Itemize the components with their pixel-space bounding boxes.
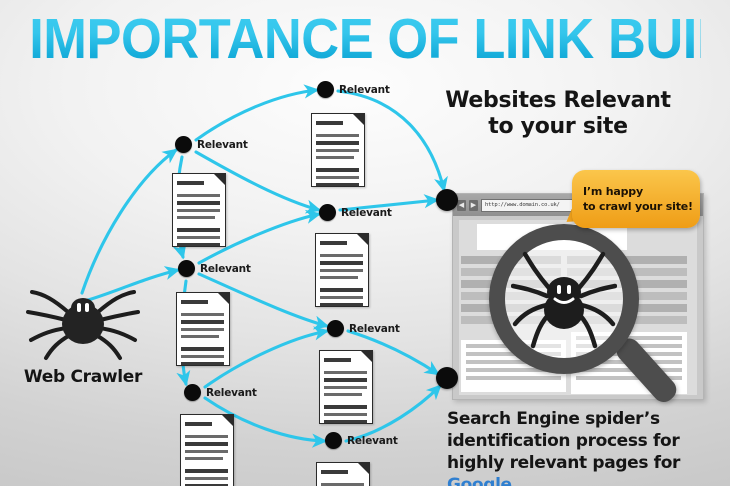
page-fold-corner	[217, 293, 229, 305]
document-icon	[172, 173, 226, 247]
bottom-caption: Search Engine spider’s identification pr…	[447, 408, 722, 486]
document-lines	[323, 358, 368, 423]
document-lines	[180, 300, 225, 365]
node-dot-icon	[184, 384, 201, 401]
smiling-spider-icon	[511, 251, 617, 349]
websites-heading-line-2: to your site	[488, 114, 628, 139]
page-title: IMPORTANCE OF LINK BUILDING	[29, 7, 730, 71]
document-lines	[319, 241, 364, 306]
relevant-node: Relevant	[178, 260, 251, 277]
bottom-caption-line-1: Search Engine spider’s	[447, 409, 660, 429]
relevant-label: Relevant	[349, 322, 400, 335]
page-fold-corner	[356, 234, 368, 246]
node-dot-icon	[175, 136, 192, 153]
back-button[interactable]: ◀	[457, 199, 466, 211]
hub-node	[436, 367, 458, 389]
magnifying-glass-icon	[489, 224, 681, 407]
node-dot-icon	[325, 432, 342, 449]
page-fold-corner	[357, 463, 369, 475]
node-dot-icon	[178, 260, 195, 277]
document-icon	[316, 462, 370, 486]
bottom-caption-line-3: highly relevant pages for	[447, 453, 681, 473]
hub-node	[436, 189, 458, 211]
document-icon	[319, 350, 373, 424]
relevant-label: Relevant	[200, 262, 251, 275]
relevant-node: Relevant	[317, 81, 390, 98]
node-dot-icon	[327, 320, 344, 337]
page-fold-corner	[352, 114, 364, 126]
document-icon	[311, 113, 365, 187]
relevant-label: Relevant	[347, 434, 398, 447]
relevant-node: Relevant	[184, 384, 257, 401]
web-crawler-label: Web Crawler	[23, 367, 143, 387]
relevant-node: Relevant	[319, 204, 392, 221]
bottom-caption-line-2: identification process for	[447, 431, 680, 451]
document-lines	[176, 181, 221, 246]
url-text: http://www.domain.co.uk/	[485, 202, 560, 208]
spider-icon	[26, 290, 140, 360]
relevant-node: Relevant	[325, 432, 398, 449]
websites-relevant-heading: Websites Relevant to your site	[432, 88, 684, 140]
document-icon	[180, 414, 234, 486]
relevant-label: Relevant	[339, 83, 390, 96]
page-fold-corner	[221, 415, 233, 427]
websites-heading-line-1: Websites Relevant	[445, 88, 671, 113]
speech-bubble: I’m happy to crawl your site!	[572, 170, 700, 228]
page-fold-corner	[360, 351, 372, 363]
relevant-label: Relevant	[341, 206, 392, 219]
document-lines	[320, 470, 365, 486]
node-dot-icon	[317, 81, 334, 98]
relevant-label: Relevant	[206, 386, 257, 399]
bubble-line-2: to crawl your site!	[583, 200, 693, 213]
relevant-label: Relevant	[197, 138, 248, 151]
document-icon	[315, 233, 369, 307]
document-lines	[315, 121, 360, 186]
relevant-node: Relevant	[327, 320, 400, 337]
node-dot-icon	[319, 204, 336, 221]
bubble-line-1: I’m happy	[583, 185, 643, 198]
document-lines	[184, 422, 229, 486]
document-icon	[176, 292, 230, 366]
relevant-node: Relevant	[175, 136, 248, 153]
forward-button[interactable]: ▶	[469, 199, 478, 211]
page-fold-corner	[213, 174, 225, 186]
bottom-caption-brand: Google	[447, 475, 512, 486]
